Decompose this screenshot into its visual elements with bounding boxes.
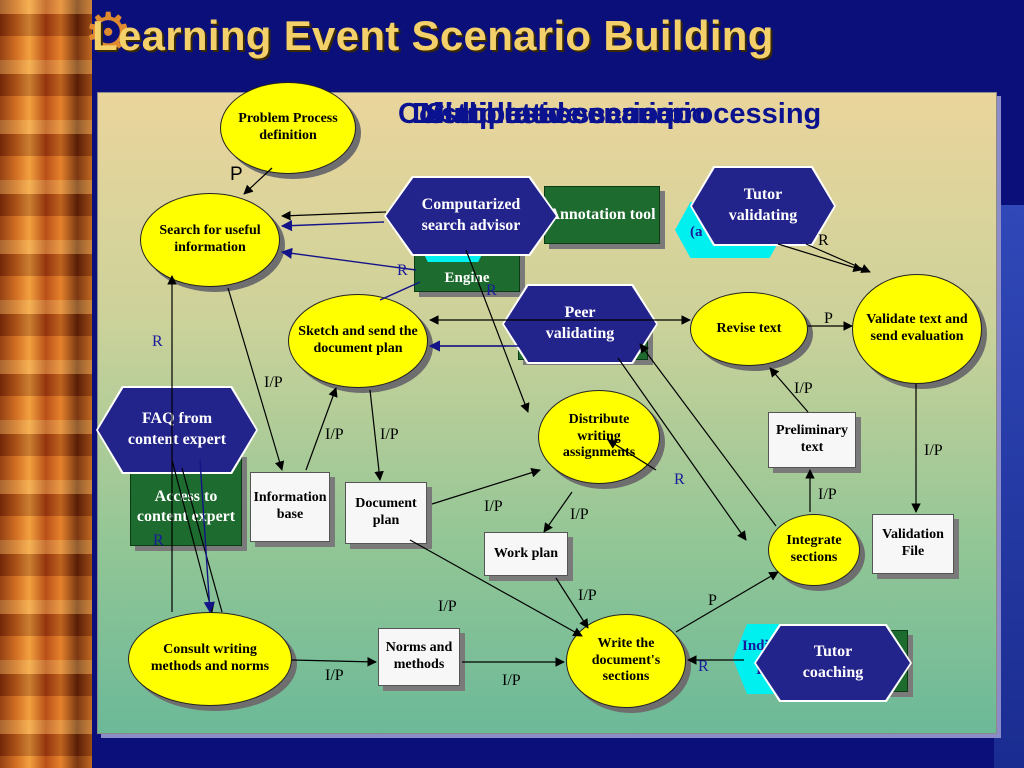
edge-label: R	[698, 658, 709, 675]
search-info-node[interactable]: Search for useful information	[140, 193, 280, 287]
sketch-plan-node[interactable]: Sketch and send the document plan	[288, 294, 428, 388]
problem-definition-node[interactable]: Problem Process definition	[220, 82, 356, 174]
norms-methods-label: Norms and methods	[385, 640, 453, 672]
edge-label: I/P	[325, 667, 344, 684]
peer-validating-label: Peer validating	[545, 304, 615, 342]
heading-collaborative: Collaborative scenario	[398, 98, 710, 130]
edge-label: I/P	[438, 598, 457, 615]
problem-definition-label: Problem Process definition	[238, 111, 338, 143]
heading-multiple: Multiple-scenario processing	[420, 98, 822, 130]
hidden-individual-text: Indi	[742, 638, 769, 654]
information-base-doc[interactable]: Information base	[250, 472, 330, 542]
tutor-coaching-node[interactable]: Tutor coaching	[754, 624, 912, 702]
edge-label: I/P	[818, 486, 837, 503]
validate-text-label: Validate text and send evaluation	[866, 312, 968, 344]
tutor-validating-label: Tutor validating	[728, 186, 798, 224]
annotation-tool-box[interactable]: Annotation tool	[544, 186, 660, 244]
edge-label: R	[674, 471, 685, 488]
heading-simplest: Simplest scenario	[426, 98, 675, 130]
faq-label: FAQ from content expert	[127, 410, 227, 448]
write-sections-label: Write the document's sections	[591, 635, 661, 685]
edge-label: I/P	[380, 426, 399, 443]
search-info-label: Search for useful information	[159, 223, 261, 255]
overlapping-scenario-heading: Collaborative scenario Multiple-scenario…	[398, 98, 998, 148]
document-plan-label: Document plan	[355, 496, 417, 528]
annotation-tool-label: Annotation tool	[548, 206, 656, 223]
peer-validating-node[interactable]: Peer validating	[502, 284, 658, 364]
edge-label: I/P	[570, 506, 589, 523]
consult-norms-label: Consult writing methods and norms	[150, 642, 270, 674]
revise-text-node[interactable]: Revise text	[690, 292, 808, 366]
edge-label: R	[153, 532, 164, 549]
distribute-assignments-label: Distribute writing assignments	[562, 411, 636, 461]
engine-label: Engine	[444, 269, 490, 286]
distribute-assignments-node[interactable]: Distribute writing assignments	[538, 390, 660, 484]
faq-node[interactable]: FAQ from content expert	[96, 386, 258, 474]
work-plan-doc[interactable]: Work plan	[484, 532, 568, 576]
edge-label: P	[230, 164, 243, 185]
decorative-right-strip	[994, 205, 1024, 768]
edge-label: I/P	[924, 442, 943, 459]
edge-label: P	[708, 592, 717, 609]
integrate-sections-node[interactable]: Integrate sections	[768, 514, 860, 586]
document-plan-doc[interactable]: Document plan	[345, 482, 427, 544]
tutor-coaching-label: Tutor coaching	[802, 643, 864, 681]
edge-label: R	[152, 333, 163, 350]
slide-title: Learning Event Scenario Building	[92, 12, 774, 59]
computerized-search-advisor-node[interactable]: Computarized search advisor	[384, 176, 558, 256]
validation-file-label: Validation File	[882, 527, 944, 559]
edge-label: I/P	[794, 380, 813, 397]
integrate-sections-label: Integrate sections	[786, 533, 842, 565]
tutor-validating-node[interactable]: Tutor validating	[690, 166, 836, 246]
edge-label: R	[486, 282, 497, 299]
edge-label: I/P	[484, 498, 503, 515]
revise-text-label: Revise text	[716, 320, 782, 336]
hidden-annotation-text: (a	[690, 224, 703, 240]
norms-methods-doc[interactable]: Norms and methods	[378, 628, 460, 686]
consult-norms-node[interactable]: Consult writing methods and norms	[128, 612, 292, 706]
validation-file-doc[interactable]: Validation File	[872, 514, 954, 574]
edge-label: R	[397, 262, 408, 279]
validate-text-node[interactable]: Validate text and send evaluation	[852, 274, 982, 384]
preliminary-text-label: Preliminary text	[775, 423, 849, 455]
information-base-label: Information base	[253, 490, 327, 522]
edge-label: I/P	[502, 672, 521, 689]
edge-label: I/P	[325, 426, 344, 443]
edge-label: I/P	[578, 587, 597, 604]
work-plan-label: Work plan	[493, 545, 559, 561]
write-sections-node[interactable]: Write the document's sections	[566, 614, 686, 708]
edge-label: P	[824, 310, 833, 327]
edge-label: R	[818, 232, 829, 249]
heading-distributed: Distributed scenario	[412, 98, 693, 130]
edge-label: I/P	[264, 374, 283, 391]
computerized-search-advisor-label: Computarized search advisor	[421, 196, 521, 234]
preliminary-text-doc[interactable]: Preliminary text	[768, 412, 856, 468]
decorative-left-strip	[0, 0, 92, 768]
gear-icon: ⚙	[84, 1, 133, 64]
sketch-plan-label: Sketch and send the document plan	[298, 324, 418, 356]
access-content-expert-label: Access to content expert	[136, 488, 236, 525]
